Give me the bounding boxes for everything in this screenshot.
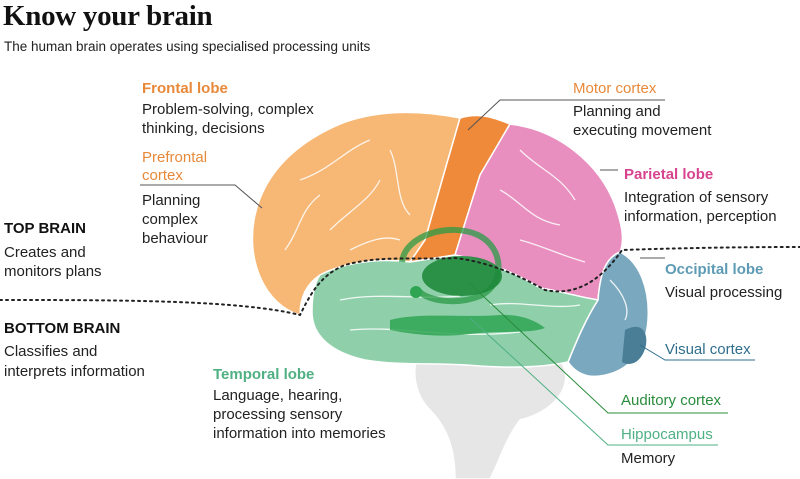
top-bottom-divider <box>0 246 800 317</box>
hippocampus-desc-1: Memory <box>621 450 676 467</box>
top-brain-desc-1: Creates and <box>4 244 86 261</box>
prefrontal-desc-3: behaviour <box>142 230 208 247</box>
temporal-lobe-desc-3: information into memories <box>213 425 386 442</box>
temporal-lobe-heading: Temporal lobe <box>213 366 315 383</box>
hippocampus-node <box>410 286 422 298</box>
temporal-lobe-desc-2: processing sensory <box>213 406 343 423</box>
temporal-lobe-desc-1: Language, hearing, <box>213 387 343 404</box>
leader-visual <box>639 344 755 361</box>
motor-cortex-desc-2: executing movement <box>573 122 712 139</box>
occipital-lobe-desc-1: Visual processing <box>665 284 783 301</box>
parietal-lobe-desc-2: information, perception <box>624 208 777 225</box>
frontal-lobe-desc-2: thinking, decisions <box>142 120 265 137</box>
leader-hippocampus <box>469 317 718 446</box>
auditory-cortex-region <box>422 256 502 296</box>
page-subtitle: The human brain operates using specialis… <box>4 39 371 54</box>
bottom-brain-desc-2: interprets information <box>4 363 145 380</box>
parietal-lobe-heading: Parietal lobe <box>624 166 714 183</box>
frontal-lobe-desc-1: Problem-solving, complex <box>142 101 314 118</box>
motor-cortex-desc-1: Planning and <box>573 103 661 120</box>
hippocampus-arc <box>399 226 502 305</box>
frontal-lobe-heading: Frontal lobe <box>142 80 228 97</box>
motor-cortex-heading: Motor cortex <box>573 80 657 97</box>
top-brain-desc-2: monitors plans <box>4 263 102 280</box>
prefrontal-heading-2: cortex <box>142 167 183 184</box>
motor-cortex-region <box>408 114 512 264</box>
prefrontal-heading-1: Prefrontal <box>142 149 208 166</box>
visual-cortex-heading: Visual cortex <box>665 341 751 358</box>
hippocampus-body <box>390 314 545 336</box>
page-title: Know your brain <box>3 0 213 32</box>
leader-motor <box>467 99 665 131</box>
hippocampus-heading: Hippocampus <box>621 426 713 443</box>
bottom-brain-heading: BOTTOM BRAIN <box>4 320 121 337</box>
auditory-cortex-heading: Auditory cortex <box>621 392 722 409</box>
top-brain-heading: TOP BRAIN <box>4 220 86 237</box>
bottom-brain-desc-1: Classifies and <box>4 343 98 360</box>
leader-prefrontal <box>140 184 263 209</box>
parietal-lobe-desc-1: Integration of sensory <box>624 189 769 206</box>
prefrontal-desc-1: Planning <box>142 192 201 209</box>
visual-cortex-region <box>622 326 647 365</box>
prefrontal-desc-2: complex <box>142 211 198 228</box>
occipital-lobe-heading: Occipital lobe <box>665 261 764 278</box>
leader-auditory <box>467 281 728 414</box>
